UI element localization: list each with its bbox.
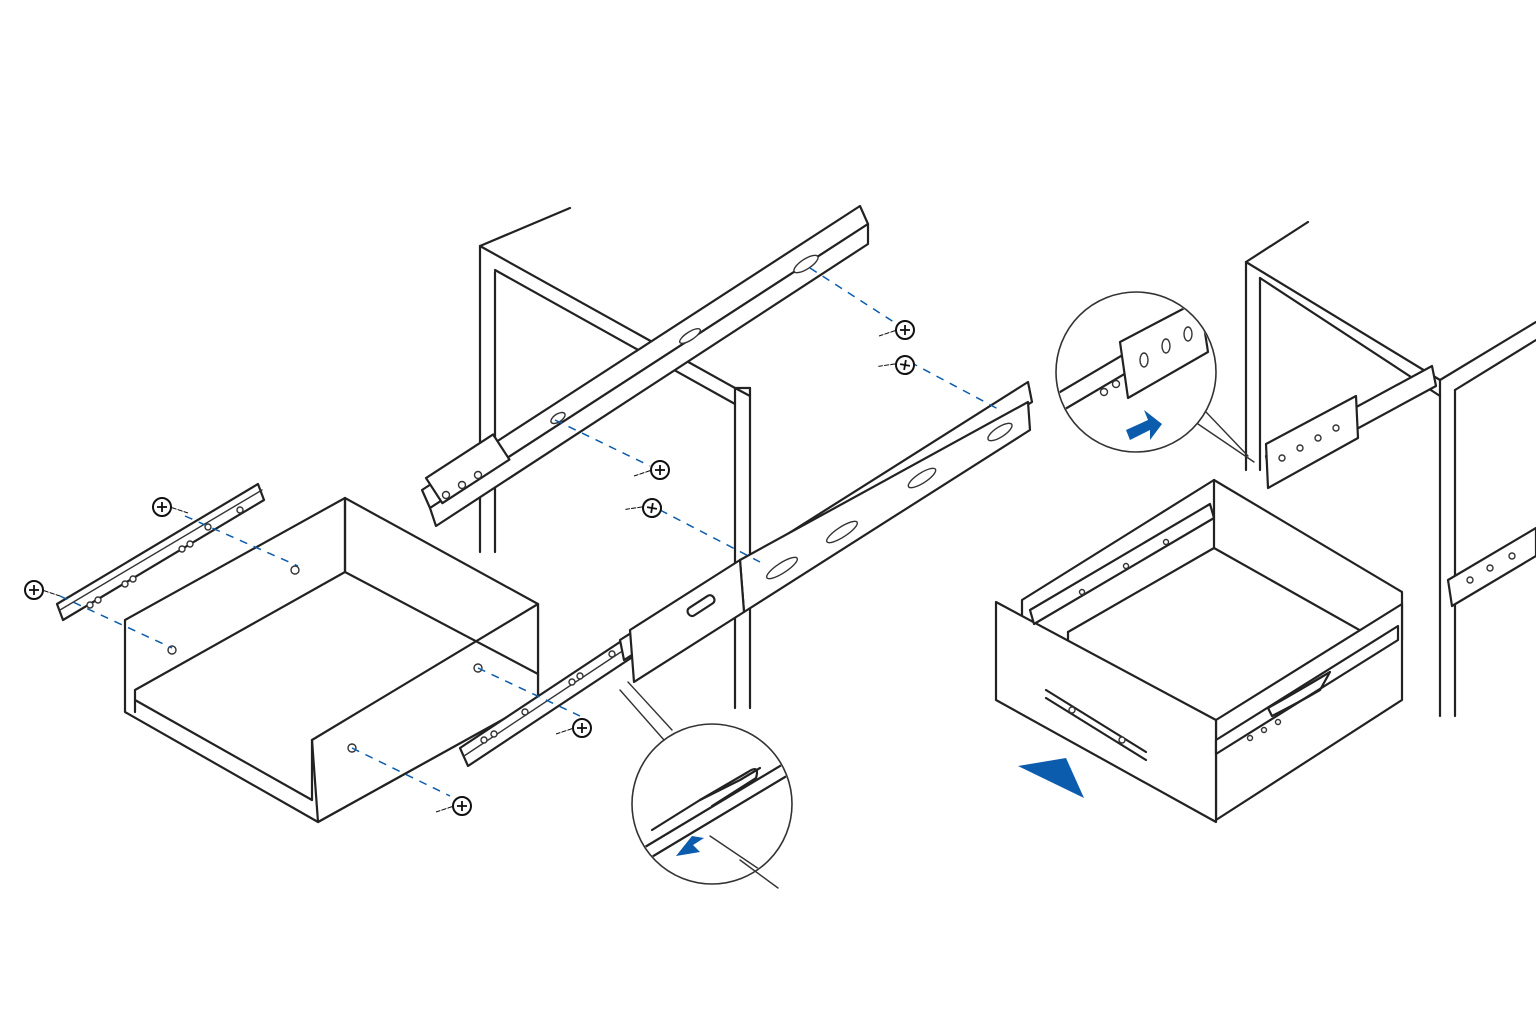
cabinet-rail-right	[618, 380, 1034, 684]
direction-arrow-icon	[1126, 410, 1162, 440]
drawer-box	[123, 496, 540, 824]
release-lever-detail	[631, 723, 793, 889]
step-2-cabinet-assembly	[420, 204, 1034, 741]
screw-icon	[435, 796, 472, 816]
screw-icon	[633, 460, 670, 480]
cabinet-rail-left	[420, 204, 870, 528]
screw-icon	[555, 718, 592, 738]
cabinet-rail-outside	[1446, 526, 1536, 608]
screw-icon	[878, 320, 915, 340]
step-3-insert-drawer	[994, 220, 1536, 824]
drawer-inserted	[994, 478, 1404, 824]
drawer-rail-right	[458, 632, 642, 768]
screw-icon	[876, 350, 917, 377]
screw-icon	[152, 497, 189, 517]
direction-arrow-icon	[1018, 758, 1084, 798]
cabinet-rail-inside	[1264, 364, 1438, 490]
step-1-drawer-assembly	[24, 482, 642, 824]
drawer-rail-left	[55, 482, 266, 622]
screw-icon	[623, 493, 664, 520]
cabinet-frame-right	[1244, 220, 1536, 718]
screw-icon	[24, 580, 61, 600]
rail-engagement-detail	[1055, 291, 1255, 463]
